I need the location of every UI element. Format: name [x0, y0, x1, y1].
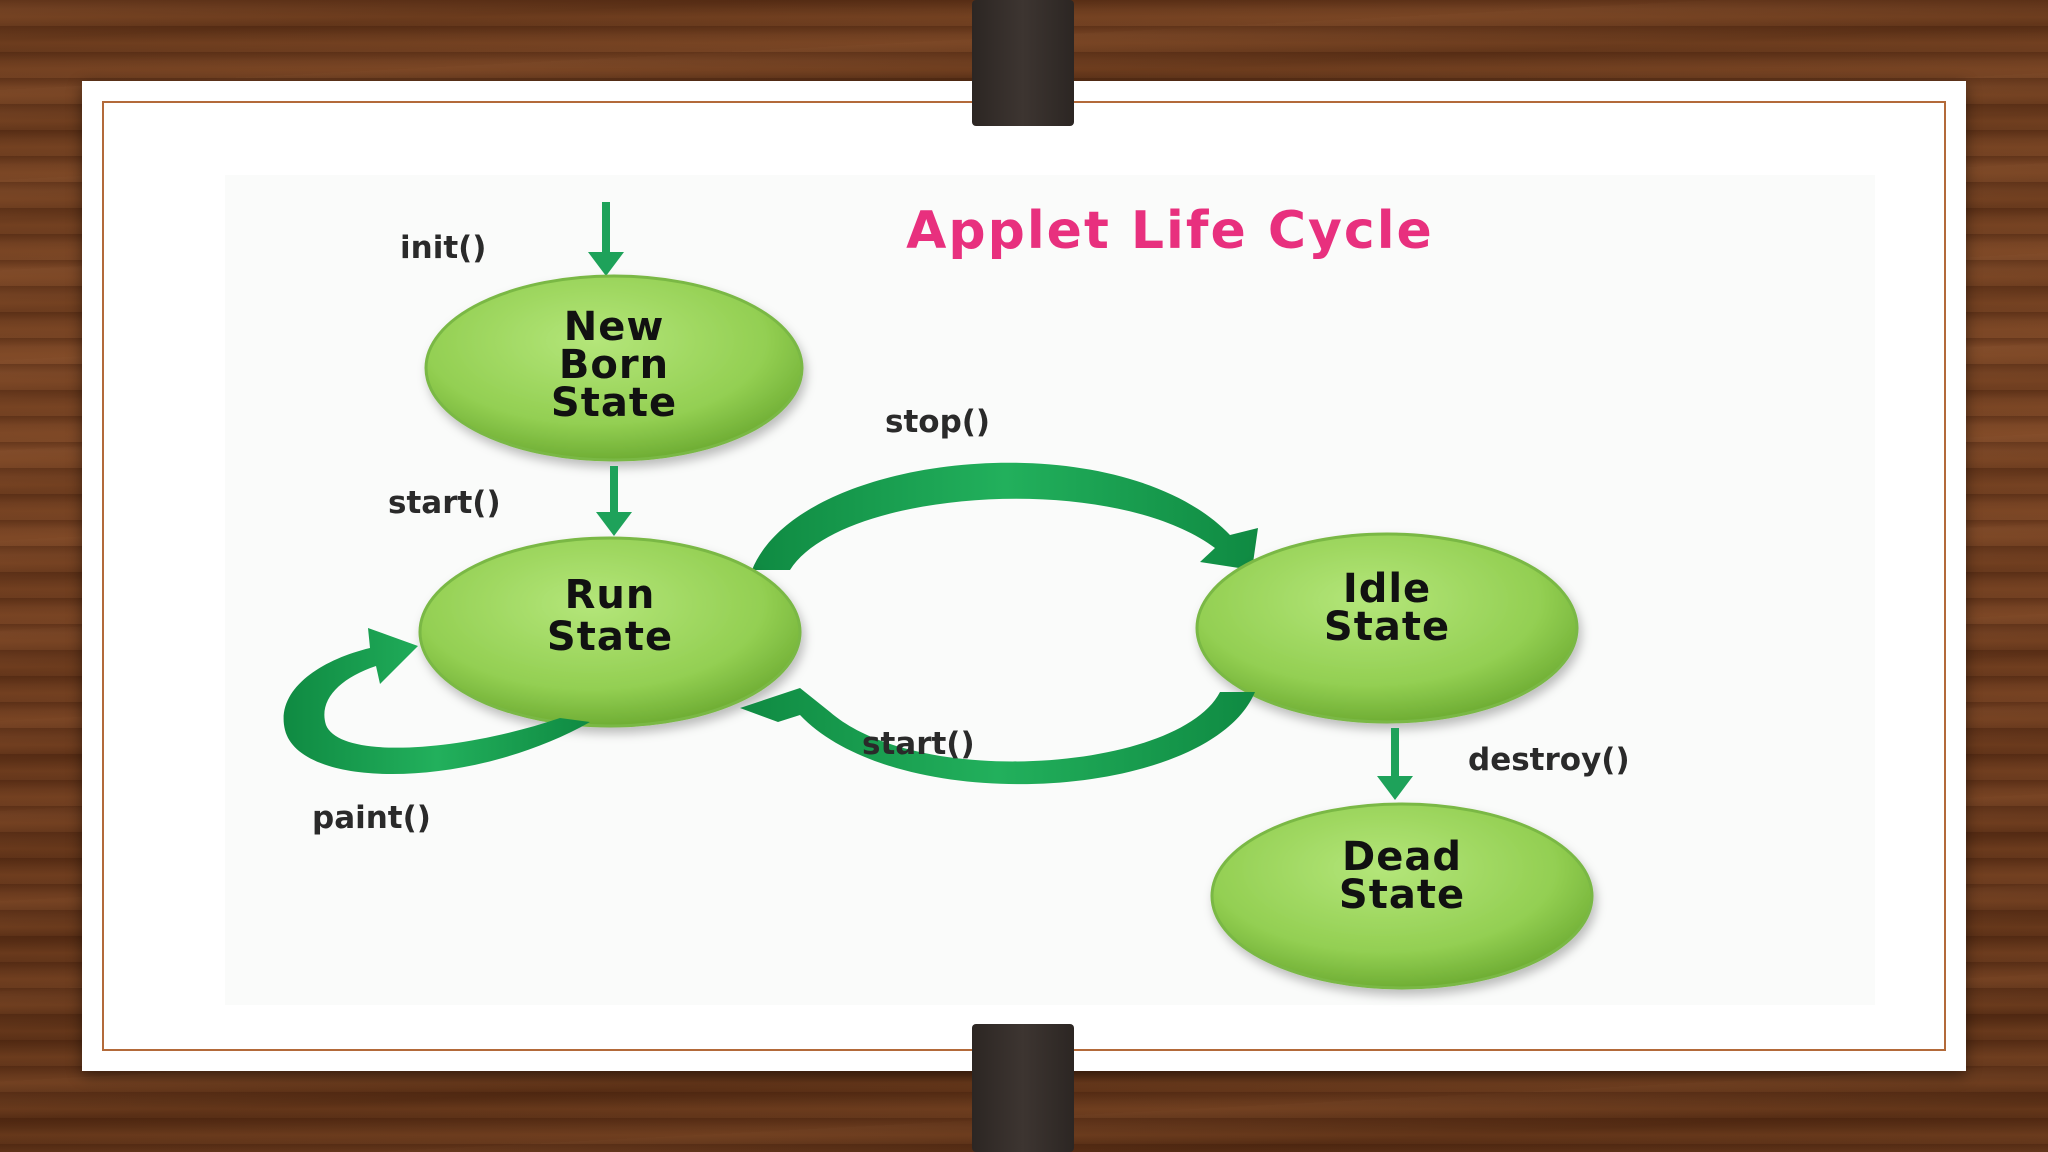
- init-label: init(): [400, 230, 486, 266]
- run-line2: State: [547, 614, 673, 660]
- paint-loop: [283, 628, 590, 775]
- bottom-clip: [972, 1024, 1074, 1152]
- diagram-title: Applet Life Cycle: [906, 201, 1434, 261]
- stop-arc: [752, 462, 1258, 570]
- new-born-line3: State: [551, 380, 677, 426]
- init-arrow: [588, 202, 624, 276]
- new-born-line1: New: [564, 304, 665, 350]
- paint-label: paint(): [312, 800, 431, 836]
- start-label-idle-to-run: start(): [862, 726, 975, 762]
- idle-line2: State: [1324, 604, 1450, 650]
- run-line1: Run: [565, 572, 656, 618]
- top-clip: [972, 0, 1074, 126]
- destroy-arrow: [1377, 728, 1413, 800]
- dead-line1: Dead: [1342, 834, 1462, 880]
- idle-state: [1195, 532, 1579, 724]
- destroy-label: destroy(): [1468, 742, 1630, 778]
- start-arc-idle-to-run: [740, 688, 1255, 785]
- start-label-new-to-run: start(): [388, 485, 501, 521]
- new-born-line2: Born: [559, 342, 669, 388]
- stop-label: stop(): [885, 404, 990, 440]
- run-state: [418, 536, 802, 728]
- dead-state: [1210, 802, 1594, 990]
- new-born-state: [424, 274, 804, 462]
- idle-line1: Idle: [1343, 566, 1431, 612]
- dead-line2: State: [1339, 872, 1465, 918]
- start-arrow-new-to-run: [596, 466, 632, 536]
